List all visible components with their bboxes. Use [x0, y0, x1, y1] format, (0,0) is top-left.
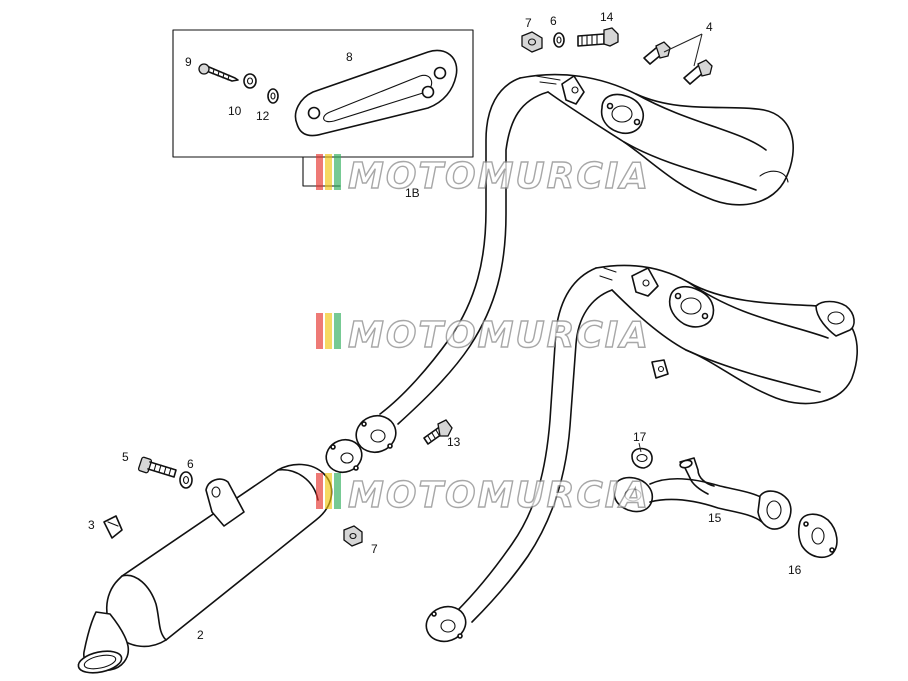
callout-16: 16 — [788, 563, 802, 577]
callout-14: 14 — [600, 10, 614, 24]
stud-bolt — [643, 41, 671, 65]
rear-pipe-edge — [455, 267, 597, 613]
muffler-mount-bracket — [205, 478, 245, 527]
shield-mount-hole — [433, 66, 447, 80]
rubber-grommet — [103, 515, 123, 539]
rear-outlet-flange — [815, 300, 855, 337]
secondary-gasket — [797, 513, 838, 559]
callout-12: 12 — [256, 109, 270, 123]
shield-mount-hole — [307, 106, 321, 120]
header-bracket — [561, 75, 585, 105]
top-washer — [553, 32, 565, 48]
top-nut — [521, 31, 543, 53]
callout-9: 9 — [185, 55, 192, 69]
muffler-outlet-rim — [77, 650, 123, 674]
header-pipe-edge — [379, 77, 521, 415]
callout-4: 4 — [706, 20, 713, 34]
muffler — [77, 463, 333, 674]
callout-8: 8 — [346, 50, 353, 64]
header-bend-inner — [623, 93, 767, 191]
rear-tab — [651, 359, 669, 379]
heat-shield — [294, 49, 458, 137]
watermark: MOTOMURCIA — [316, 154, 650, 198]
pipe-clamp — [631, 447, 653, 469]
watermark-text: MOTOMURCIA — [348, 156, 650, 197]
shield-mount-hole — [421, 85, 435, 99]
callout-7-top: 7 — [525, 16, 532, 30]
callout-labels: 1B 2 3 4 5 6 6 7 7 8 9 10 12 13 14 15 16… — [88, 10, 802, 642]
callout-6-top: 6 — [550, 14, 557, 28]
header-pipe-edge — [397, 91, 549, 425]
callout-2: 2 — [197, 628, 204, 642]
watermark: MOTOMURCIA — [316, 473, 650, 517]
shield-screw — [198, 63, 239, 82]
secondary-pipe-flange — [612, 476, 654, 513]
shield-washer — [267, 88, 279, 104]
callout-1b: 1B — [405, 186, 420, 200]
muffler-gasket — [325, 438, 363, 474]
flange-bolt-middle — [423, 419, 453, 445]
callout-15: 15 — [708, 511, 722, 525]
muffler-bolt — [137, 456, 177, 478]
rear-header-pipe — [455, 264, 858, 623]
leader-lines — [638, 33, 703, 453]
callout-7-muffler: 7 — [371, 542, 378, 556]
watermark-text: MOTOMURCIA — [348, 315, 650, 356]
callout-6-muffler: 6 — [187, 457, 194, 471]
flange-bolt — [577, 27, 619, 47]
secondary-pipe — [612, 457, 792, 530]
heat-shield-inset — [172, 29, 474, 187]
pipe-end-flange-upper — [355, 414, 397, 454]
callout-3: 3 — [88, 518, 95, 532]
header-port-flange — [600, 93, 644, 135]
pipe-end-flange-lower — [425, 605, 467, 643]
muffler-nut — [343, 525, 363, 547]
callout-13: 13 — [447, 435, 461, 449]
inset-frame — [172, 29, 474, 158]
rear-header-bracket — [631, 267, 659, 297]
callout-10: 10 — [228, 104, 242, 118]
callout-5: 5 — [122, 450, 129, 464]
front-header-pipe — [379, 73, 794, 425]
shield-washer — [243, 73, 257, 89]
callout-17: 17 — [633, 430, 647, 444]
rear-bend-inner — [685, 281, 829, 393]
watermark-text: MOTOMURCIA — [348, 475, 650, 516]
muffler-washer — [179, 471, 193, 489]
watermark: MOTOMURCIA — [316, 313, 650, 357]
rear-port-flange — [668, 285, 715, 328]
stud-bolt — [683, 59, 713, 85]
rear-pipe-edge — [471, 289, 613, 623]
